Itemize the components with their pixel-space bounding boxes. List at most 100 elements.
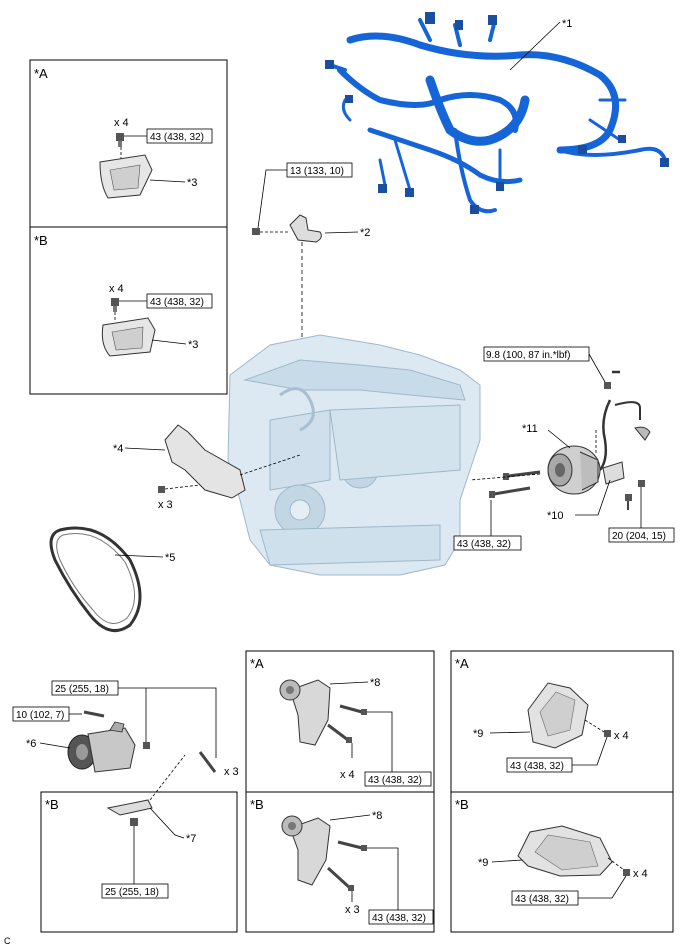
qty-cov-a: x 4 [614,730,629,742]
ac-compressor [67,721,136,773]
bracket-2 [289,214,322,243]
leader-10 [575,479,611,516]
qty-bracket4: x 3 [158,499,173,511]
cable-terminal [598,370,620,471]
leader-4 [124,447,166,451]
alternator [547,445,601,495]
torque-box-term [608,527,675,543]
bolt-tens-b1 [337,840,363,850]
label-part-9a: *9 [473,728,483,740]
comp-bolt [198,751,217,773]
label-part-6: *6 [26,738,36,750]
bolt-tens-a2 [327,723,349,742]
torque-comp-stud: 10 (102, 7) [16,710,64,721]
torque-nut: 9.8 (100, 87 in.*lbf) [486,350,571,361]
panel-top-a [29,59,228,228]
leader-tens-b [367,847,399,910]
torque-box-comp-brkt [101,883,169,899]
bolt-bracket4 [158,486,165,493]
leader-3b [151,339,187,345]
bolt-head-tens-b1 [361,845,367,851]
label-part-10: *10 [547,510,564,522]
bracket-4 [164,424,246,499]
wire-harness [328,18,667,214]
torque-box-tens-b [368,909,434,925]
dash-cov-b [607,857,625,871]
torque-box-cov-b [511,890,579,906]
qty-tens-b: x 3 [345,904,360,916]
panel-right-b-label: *B [455,797,469,812]
v-ribbed-belt [49,526,142,633]
leader-11 [547,429,571,449]
bolt-tens-b2 [326,866,352,890]
leader-cov-b [578,875,627,899]
leader-cov-a [572,736,608,766]
torque-tens-b: 43 (438, 32) [372,913,426,924]
leader-tens-a [367,711,393,772]
label-part-4: *4 [113,443,123,455]
panel-top-a-label: *A [34,66,48,81]
leader-8a [329,681,369,685]
panel-right-a-label: *A [455,656,469,671]
label-part-2: *2 [360,227,370,239]
panel-mid-b-label: *B [250,797,264,812]
torque-comp: 25 (255, 18) [55,684,109,695]
torque-b-top: 43 (438, 32) [150,297,204,308]
comp-nut [143,742,150,749]
label-part-3a: *3 [187,177,197,189]
leader-3a [149,179,186,183]
panel-left-b-label: *B [45,797,59,812]
dash-bracket4-engine [239,454,301,476]
torque-a-top: 43 (438, 32) [150,132,204,143]
panel-top-b-label: *B [34,233,48,248]
bolt-b-top [111,298,119,312]
label-part-3b: *3 [188,339,198,351]
qty-a-top: x 4 [114,117,129,129]
bracket-7 [106,799,153,816]
qty-tens-a: x 4 [340,769,355,781]
torque-box-cov-a [506,757,573,773]
torque-cov-a: 43 (438, 32) [510,761,564,772]
bolt-harness [252,228,260,235]
nut-bracket7 [130,818,138,826]
qty-comp: x 3 [224,766,239,778]
torque-term: 20 (204, 15) [612,531,666,542]
leader-nut [588,353,606,383]
label-part-8b: *8 [372,810,382,822]
engine-block [227,334,481,576]
label-part-9b: *9 [478,857,488,869]
panel-left-b [40,791,238,933]
torque-harness: 13 (133, 10) [290,166,344,177]
leader-2 [324,231,359,234]
bolt-head-tens-a2 [346,737,352,743]
dash-cov-a [584,719,605,733]
panel-right-b [450,791,674,933]
torque-box-tens-a [364,771,432,787]
leader-1 [509,21,561,71]
tensioner-b [281,815,331,886]
leader-7 [149,807,185,839]
dash-comp-bracket [149,754,186,801]
nut-terminal [604,382,611,389]
stud-bolt [83,710,105,718]
terminal-cover [602,461,625,485]
label-part-8a: *8 [370,677,380,689]
bolt-cov-b [623,869,630,876]
qty-b-top: x 4 [109,283,124,295]
label-part-7: *7 [186,833,196,845]
dash-alt-engine [469,473,541,481]
leader-9b [491,859,523,863]
torque-cov-b: 43 (438, 32) [515,894,569,905]
leader-6 [39,742,71,749]
bolt-head-tens-a1 [361,709,367,715]
bolt-cov-a [604,730,611,737]
panel-top-b [29,226,228,395]
label-part-11: *11 [522,423,538,435]
leader-8b [329,814,371,821]
qty-cov-b: x 4 [633,868,648,880]
panel-mid-b [245,791,435,933]
harness-connectors [325,12,669,214]
footer-code: C [4,936,11,946]
bolt-head-tens-b2 [348,885,354,891]
bolt-a-top [116,133,124,147]
